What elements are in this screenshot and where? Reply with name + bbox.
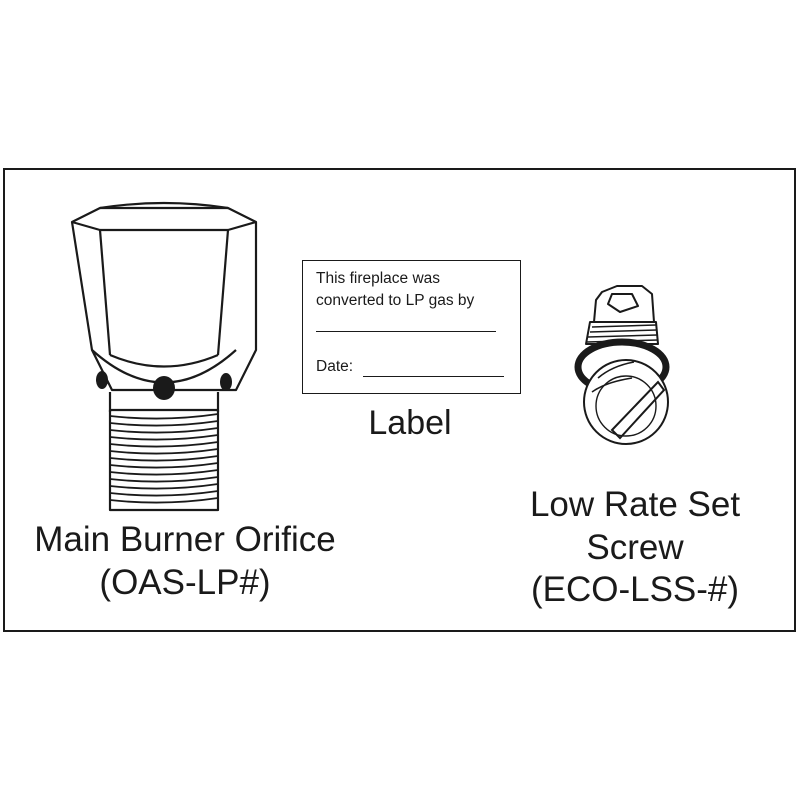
conversion-label-card: This fireplace was converted to LP gas b…	[302, 260, 521, 394]
orifice-caption-line-1: Main Burner Orifice	[34, 520, 336, 559]
screw-caption-line-3: (ECO-LSS-#)	[530, 570, 740, 610]
screw-caption-line-2: Screw	[586, 527, 684, 567]
label-text-line-2: converted to LP gas by	[316, 292, 475, 309]
orifice-caption-line-2: (OAS-LP#)	[99, 562, 271, 602]
main-burner-orifice-illustration	[70, 201, 258, 512]
date-label: Date:	[316, 358, 354, 375]
label-caption: Label	[368, 404, 452, 442]
diagram-frame	[3, 168, 796, 632]
label-text-line-1: This fireplace was	[316, 270, 441, 287]
screw-caption-line-1: Low Rate Set	[529, 485, 741, 524]
signature-blank-line	[316, 331, 496, 332]
main-burner-orifice-caption: Main Burner Orifice (OAS-LP#)	[20, 519, 350, 604]
low-rate-set-screw-illustration	[574, 285, 670, 445]
low-rate-set-screw-caption: Low Rate Set Screw (ECO-LSS-#)	[500, 484, 770, 612]
date-blank-line	[363, 376, 504, 377]
